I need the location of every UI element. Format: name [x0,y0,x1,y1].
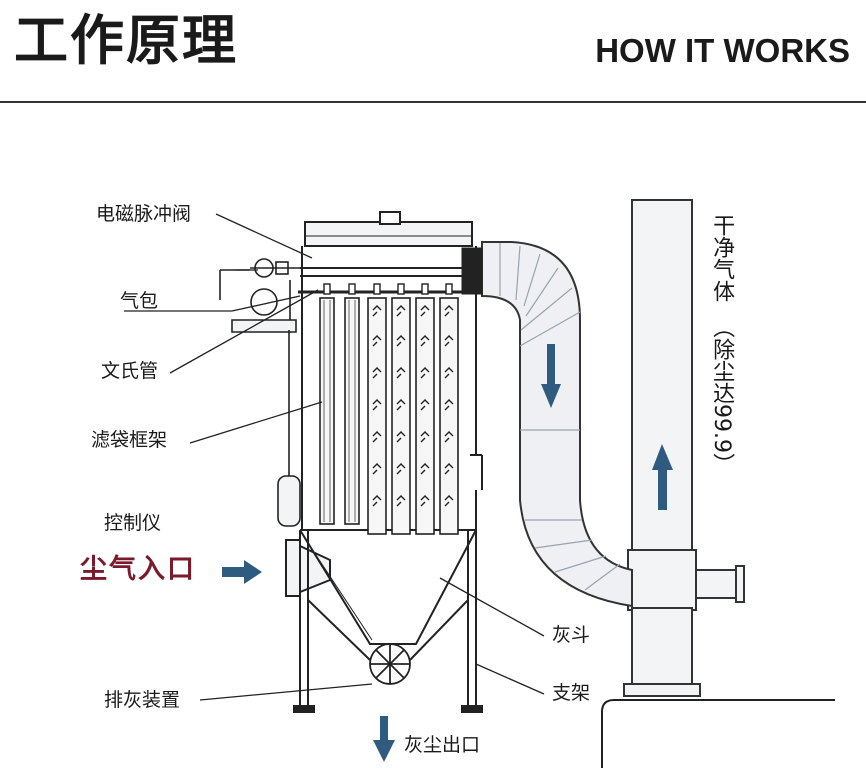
page-title-english: HOW IT WORKS [595,32,850,69]
leader-lines [124,213,545,701]
header-divider [0,101,866,103]
rotary-valve [369,643,411,685]
air-bag [219,269,297,333]
chimney-up-arrow [652,444,673,510]
label-dust-outlet: 灰尘出口 [404,734,481,756]
duct-flange [461,247,483,295]
chimney [623,199,745,697]
ground-line [601,699,835,768]
duct-segments [499,243,621,591]
controller-box [277,330,301,527]
label-ash-hopper: 灰斗 [552,624,591,646]
label-ash-discharge: 排灰装置 [104,689,181,711]
label-support: 支架 [552,682,591,704]
support-legs [293,530,483,713]
label-venturi: 文氏管 [101,360,159,382]
collector-body [298,211,483,531]
pulse-valve [250,258,300,278]
label-controller: 控制仪 [104,512,162,534]
filter-bags [319,297,459,535]
label-dust-inlet: 尘气入口 [80,554,196,585]
label-clean-gas: 干净气体 [709,214,735,302]
ash-hopper [299,529,477,645]
inlet-arrow [222,560,262,584]
duct-down-arrow [541,344,561,408]
filter-frame-ribs [323,300,356,522]
label-dust-removal: （除尘达99.9） [709,316,735,475]
bag-airflow-marks [372,305,454,507]
label-air-bag: 气包 [120,290,159,312]
venturi-nozzles [323,283,453,295]
page-title: 工作原理 [14,9,238,72]
label-filter-frame: 滤袋框架 [91,429,168,451]
outlet-down-arrow [373,716,395,762]
label-pulse-valve: 电磁脉冲阀 [96,203,192,225]
duct-body [481,241,633,608]
